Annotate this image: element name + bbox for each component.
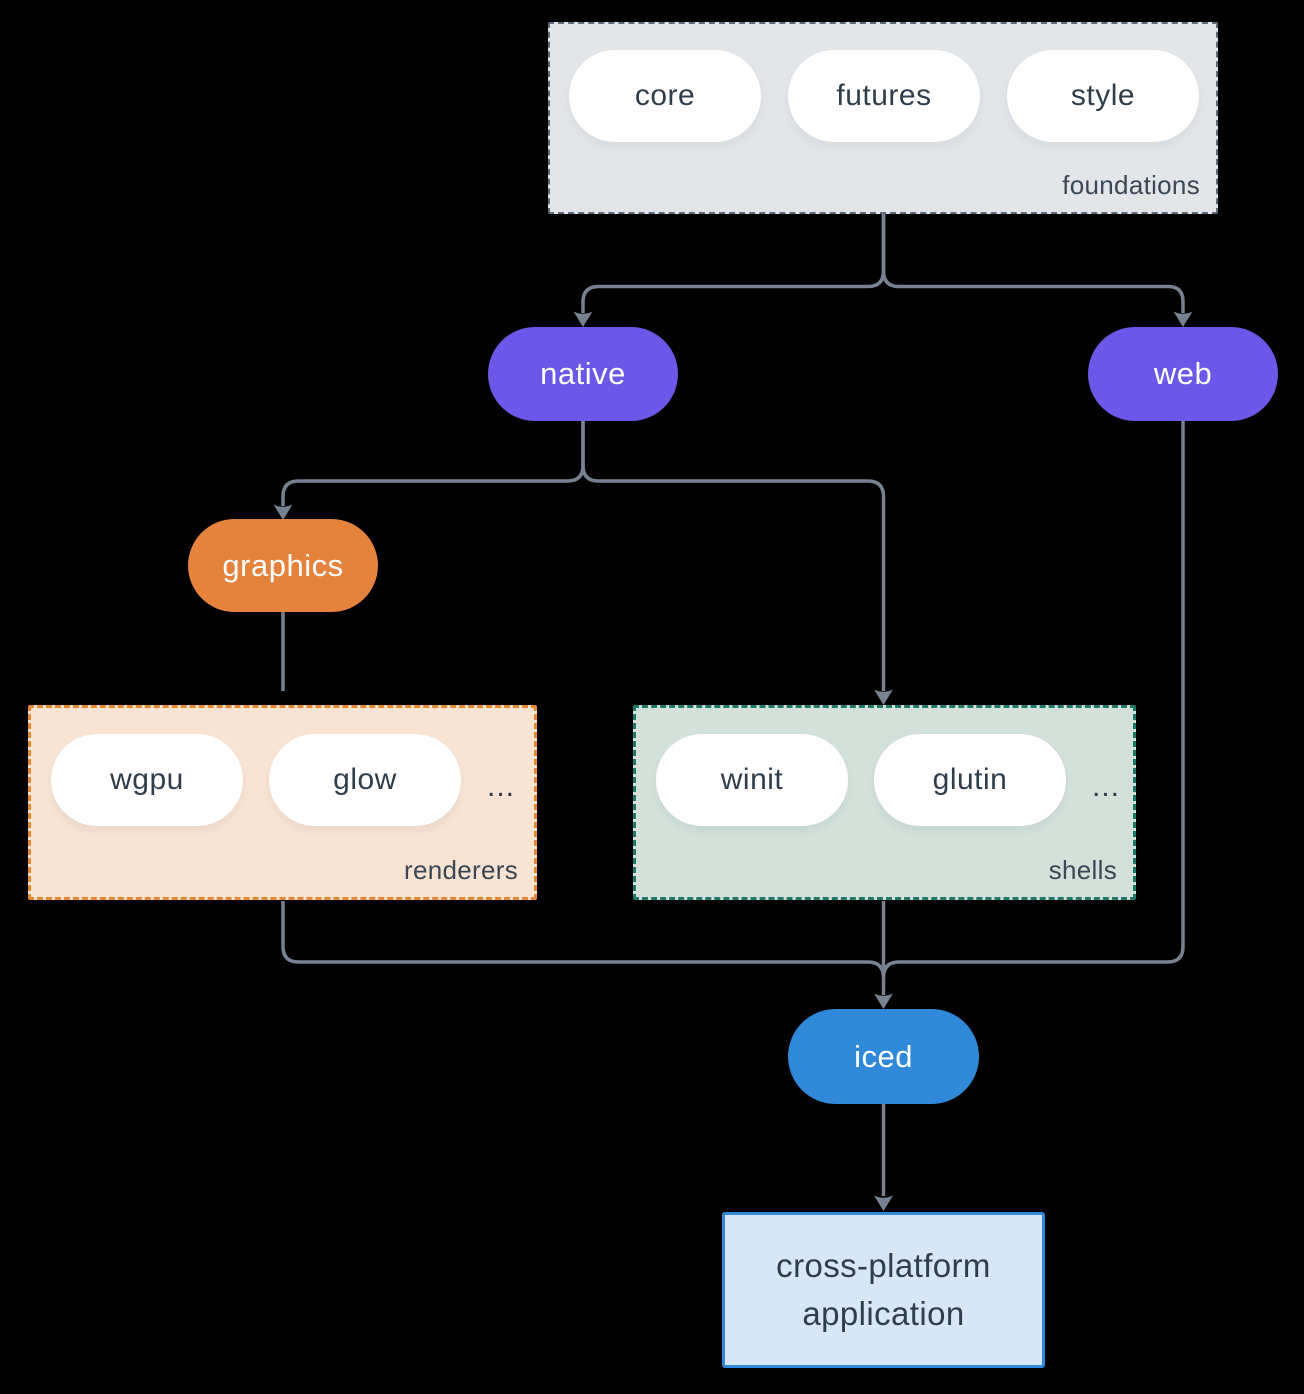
crate-pill-glutin: glutin [874, 734, 1066, 826]
group-foundations: core futures style foundations [548, 22, 1218, 214]
arrowhead-icon [273, 504, 293, 520]
node-graphics: graphics [188, 519, 378, 612]
connector-renderers-iced [281, 901, 886, 978]
group-label-shells: shells [1048, 855, 1117, 885]
app-label-line2: application [802, 1295, 965, 1332]
group-label-renderers: renderers [404, 855, 518, 885]
arrowhead-icon [874, 1195, 893, 1211]
group-shells: winit glutin ... shells [633, 705, 1136, 900]
group-renderers: wgpu glow ... renderers [28, 705, 537, 900]
group-label-foundations: foundations [1062, 170, 1200, 200]
connector-foundations-web [881, 213, 1185, 313]
node-web: web [1088, 327, 1278, 421]
crate-pill-futures: futures [788, 50, 980, 142]
connector-web-iced [881, 421, 1185, 978]
connector-native-shells [581, 421, 886, 691]
connector-native-graphics [281, 421, 585, 506]
connector-foundations-native [581, 213, 886, 313]
arrowhead-icon [1173, 311, 1193, 327]
node-native: native [488, 327, 678, 421]
foundations-pill-row: core futures style [550, 24, 1216, 142]
node-iced: iced [788, 1009, 979, 1104]
renderers-pill-row: wgpu glow ... [31, 708, 534, 826]
arrowhead-icon [874, 689, 893, 705]
crate-pill-wgpu: wgpu [51, 734, 243, 826]
arrowhead-icon [874, 993, 893, 1009]
renderers-ellipsis: ... [487, 770, 516, 803]
crate-pill-glow: glow [269, 734, 461, 826]
crate-pill-style: style [1007, 50, 1199, 142]
app-label-line1: cross-platform [776, 1247, 991, 1284]
crate-pill-winit: winit [656, 734, 848, 826]
shells-pill-row: winit glutin ... [636, 708, 1133, 826]
crate-pill-core: core [569, 50, 761, 142]
shells-ellipsis: ... [1092, 770, 1121, 803]
arrowhead-icon [573, 311, 593, 327]
node-cross-platform-application: cross-platform application [722, 1212, 1045, 1368]
